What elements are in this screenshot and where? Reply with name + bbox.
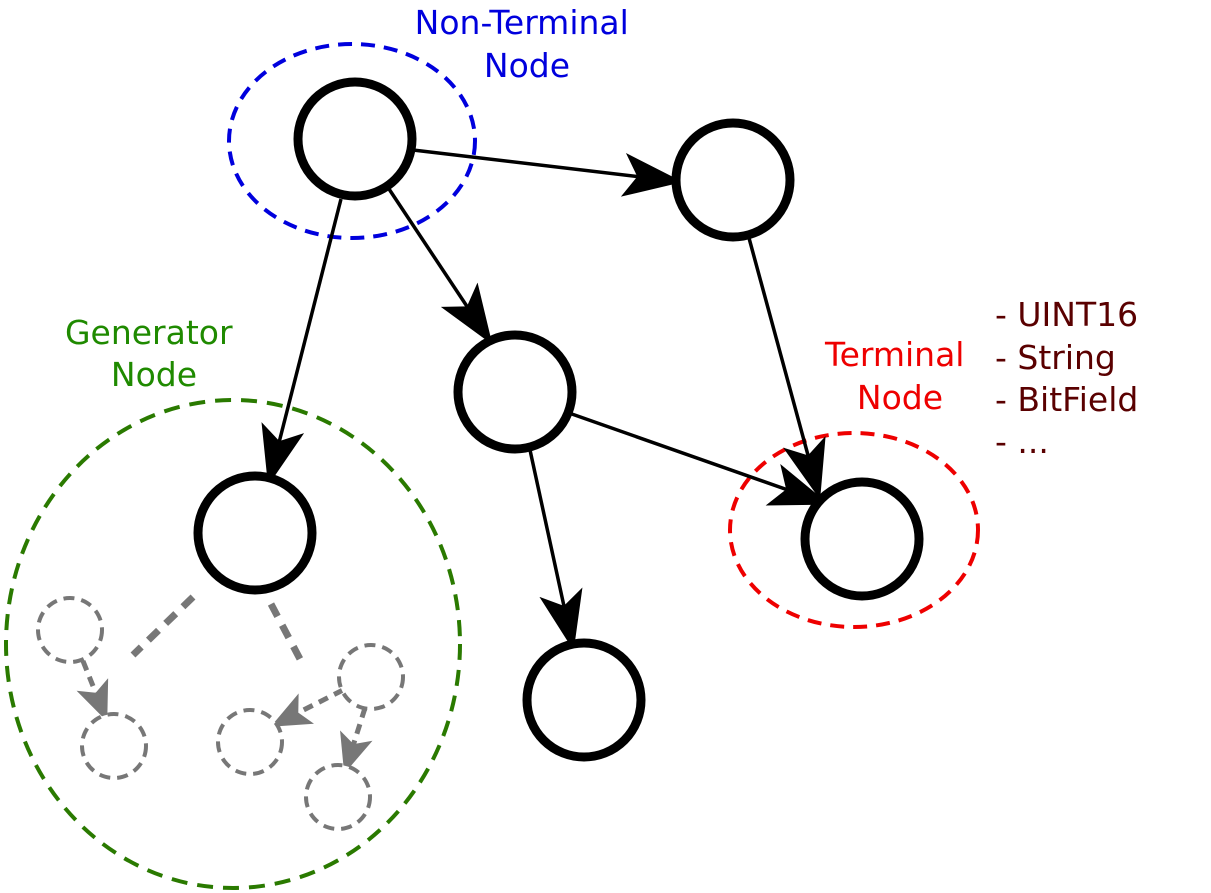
terminal-types-list: - UINT16 - String - BitField - ... xyxy=(995,295,1149,461)
generated-node xyxy=(36,596,104,664)
middle-node xyxy=(453,330,577,454)
generated-arrow-3 xyxy=(340,707,373,774)
generator-node xyxy=(193,471,317,595)
generated-node xyxy=(337,643,405,711)
terminal-node xyxy=(800,477,924,601)
graph-edges xyxy=(261,148,830,651)
generated-node xyxy=(216,708,284,776)
generated-edges xyxy=(130,594,304,661)
generated-arrow-2 xyxy=(270,687,345,727)
generated-arrow-1 xyxy=(76,660,109,722)
generator-label: Generator Node xyxy=(65,313,243,394)
right-node xyxy=(671,118,795,242)
non-terminal-region xyxy=(227,42,477,240)
generated-arrows xyxy=(76,660,373,774)
terminal-region xyxy=(728,431,980,629)
edge-root-to-right xyxy=(412,148,683,197)
non-terminal-label: Non-Terminal Node xyxy=(415,3,640,85)
generated-nodes xyxy=(36,596,405,831)
terminal-type-item: - String xyxy=(995,338,1116,377)
terminal-type-item: - ... xyxy=(995,422,1049,461)
edge-middle-to-bottom xyxy=(528,449,583,651)
edge-right-to-terminal xyxy=(747,237,826,500)
edge-root-to-middle xyxy=(387,188,493,345)
generated-link-left xyxy=(130,594,196,658)
generated-node xyxy=(80,712,148,780)
graph-nodes xyxy=(193,77,924,762)
edge-root-to-generator xyxy=(261,198,343,486)
generator-region xyxy=(4,398,462,890)
generated-link-right xyxy=(267,602,304,661)
terminal-type-item: - UINT16 xyxy=(995,295,1138,334)
generated-node xyxy=(304,763,372,831)
terminal-label: Terminal Node xyxy=(824,335,975,417)
bottom-node xyxy=(522,638,646,762)
terminal-type-item: - BitField xyxy=(995,380,1138,419)
edge-middle-to-terminal xyxy=(568,411,830,506)
root-node xyxy=(293,77,417,201)
